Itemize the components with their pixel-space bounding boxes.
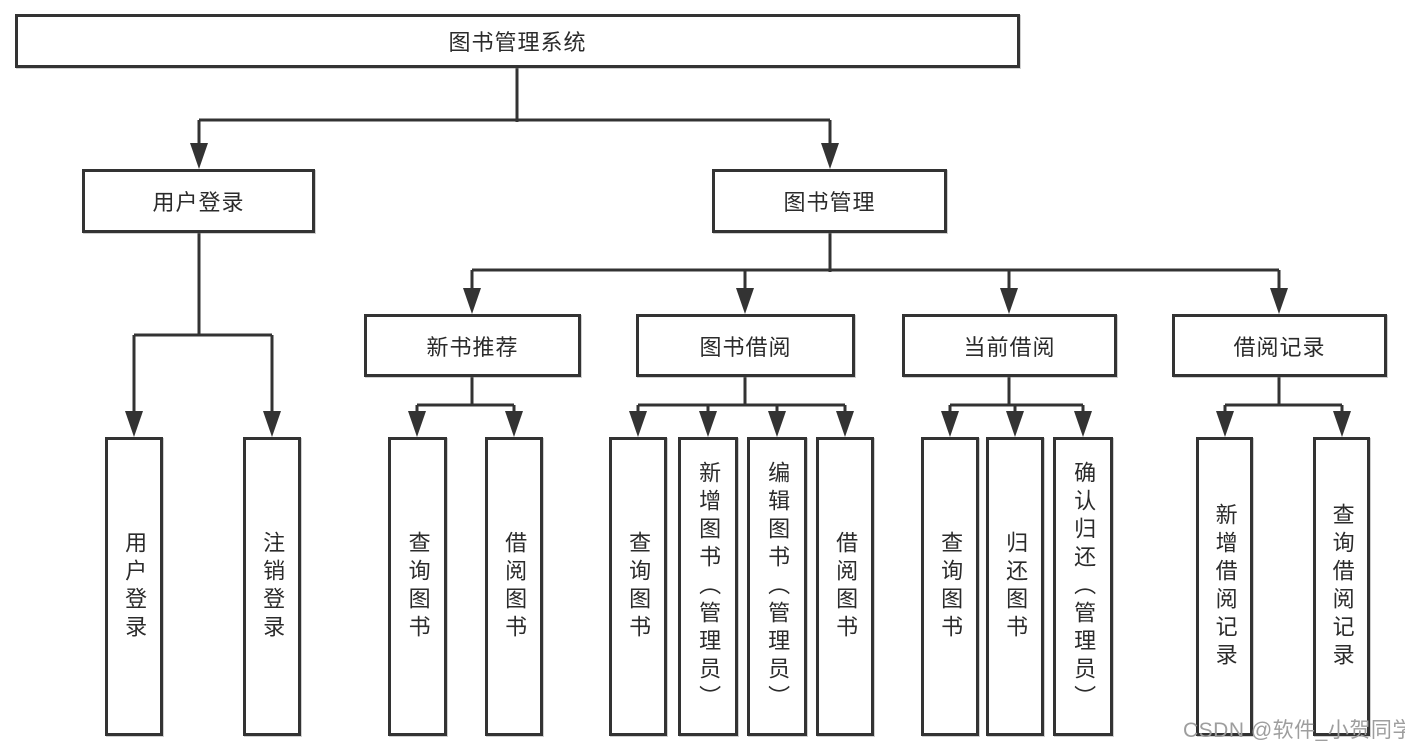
arrowhead bbox=[941, 411, 959, 437]
node-current-borrowing: 当前借阅 bbox=[902, 314, 1117, 377]
node-label: 查询图书 bbox=[626, 530, 652, 643]
arrowhead bbox=[1216, 411, 1234, 437]
node-label: 用户登录 bbox=[152, 190, 245, 215]
node-book-borrowing: 图书借阅 bbox=[636, 314, 855, 377]
arrowhead bbox=[408, 411, 426, 437]
node-label: 图书管理系统 bbox=[448, 30, 587, 55]
node-label: 归还图书 bbox=[1003, 530, 1029, 643]
wire-root-to-level2 bbox=[197, 68, 832, 146]
node-label: 查询借阅记录 bbox=[1329, 502, 1355, 671]
node-label: 编辑图书（管理员） bbox=[765, 460, 791, 713]
node-leaf-query-books-recommend: 查询图书 bbox=[388, 437, 447, 736]
node-leaf-add-books-admin: 新增图书（管理员） bbox=[678, 437, 738, 736]
node-leaf-logout: 注销登录 bbox=[243, 437, 301, 736]
node-leaf-borrow-books: 借阅图书 bbox=[816, 437, 874, 736]
arrowhead bbox=[190, 143, 208, 169]
node-new-book-recommendation: 新书推荐 bbox=[364, 314, 581, 377]
arrowhead bbox=[821, 143, 839, 169]
arrowhead bbox=[505, 411, 523, 437]
node-book-management: 图书管理 bbox=[712, 169, 947, 233]
arrowhead bbox=[736, 288, 754, 314]
node-label: 用户登录 bbox=[122, 530, 148, 643]
node-label: 图书借阅 bbox=[699, 334, 792, 360]
node-label: 借阅记录 bbox=[1233, 334, 1326, 360]
arrowhead bbox=[1000, 288, 1018, 314]
wire-book-borrowing-to-children bbox=[636, 377, 847, 414]
arrowhead bbox=[263, 411, 281, 437]
arrowhead bbox=[1006, 411, 1024, 437]
node-leaf-user-login: 用户登录 bbox=[105, 437, 163, 736]
csdn-watermark: CSDN @软件_小贺同学 bbox=[1183, 719, 1405, 742]
node-leaf-query-books-borrowing: 查询图书 bbox=[609, 437, 667, 736]
arrowhead bbox=[699, 411, 717, 437]
node-label: 注销登录 bbox=[260, 530, 286, 643]
node-leaf-edit-books-admin: 编辑图书（管理员） bbox=[747, 437, 807, 736]
node-label: 新书推荐 bbox=[426, 334, 519, 360]
node-label: 当前借阅 bbox=[963, 334, 1056, 360]
node-label: 图书管理 bbox=[783, 190, 876, 215]
node-label: 新增借阅记录 bbox=[1212, 502, 1238, 671]
node-leaf-query-books-current: 查询图书 bbox=[921, 437, 979, 736]
node-library-management-system: 图书管理系统 bbox=[15, 14, 1020, 68]
node-leaf-confirm-return-admin: 确认归还（管理员） bbox=[1053, 437, 1113, 736]
wire-user-login-to-children bbox=[132, 233, 274, 414]
arrowhead bbox=[836, 411, 854, 437]
arrowhead bbox=[1270, 288, 1288, 314]
node-label: 确认归还（管理员） bbox=[1071, 460, 1097, 713]
node-leaf-add-borrow-record: 新增借阅记录 bbox=[1196, 437, 1253, 736]
wire-new-book-rec-to-children bbox=[415, 377, 516, 414]
arrowhead bbox=[125, 411, 143, 437]
node-leaf-query-borrow-record: 查询借阅记录 bbox=[1313, 437, 1370, 736]
node-label: 借阅图书 bbox=[502, 530, 528, 643]
node-leaf-borrow-books-recommend: 借阅图书 bbox=[485, 437, 543, 736]
arrowhead bbox=[768, 411, 786, 437]
connector-lines bbox=[132, 68, 1344, 414]
node-borrowing-records: 借阅记录 bbox=[1172, 314, 1387, 377]
wire-book-mgmt-to-level3 bbox=[470, 233, 1281, 291]
node-label: 查询图书 bbox=[405, 530, 431, 643]
node-leaf-return-books: 归还图书 bbox=[986, 437, 1044, 736]
node-label: 查询图书 bbox=[938, 530, 964, 643]
node-user-login: 用户登录 bbox=[82, 169, 315, 233]
wire-current-borrowing-to-children bbox=[948, 377, 1085, 414]
arrowheads bbox=[125, 143, 1351, 437]
wire-borrowing-records-to-children bbox=[1223, 377, 1344, 414]
arrowhead bbox=[463, 288, 481, 314]
arrowhead bbox=[1074, 411, 1092, 437]
arrowhead bbox=[1333, 411, 1351, 437]
arrowhead bbox=[629, 411, 647, 437]
node-label: 借阅图书 bbox=[833, 530, 859, 643]
node-label: 新增图书（管理员） bbox=[696, 460, 722, 713]
